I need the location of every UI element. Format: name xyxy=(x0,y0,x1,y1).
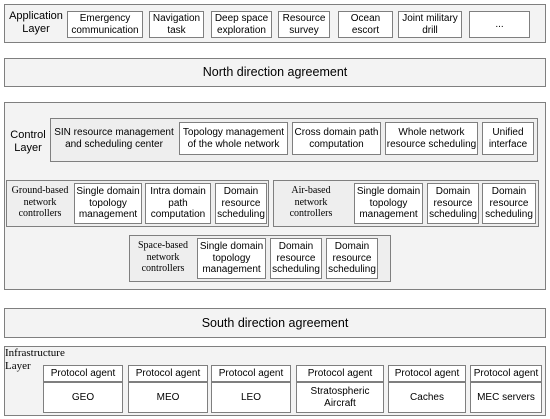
whole-network-scheduling: Whole network resource scheduling xyxy=(385,122,478,155)
air-domain-resource-scheduling-1: Domain resource scheduling xyxy=(427,183,479,224)
protocol-agent-geo: Protocol agent xyxy=(43,365,123,382)
air-controllers-label: Air-based network controllers xyxy=(289,185,333,219)
infrastructure-layer-label: Infrastructure Layer xyxy=(5,347,65,372)
app-item-resource-survey: Resource survey xyxy=(278,11,330,38)
space-domain-resource-scheduling-2: Domain resource scheduling xyxy=(326,238,378,279)
app-item-military-drill: Joint military drill xyxy=(398,11,462,38)
node-geo: GEO xyxy=(43,382,123,413)
space-controllers-label: Space-based network controllers xyxy=(138,240,188,274)
topology-whole-network: Topology management of the whole network xyxy=(179,122,288,155)
node-mec-servers: MEC servers xyxy=(470,382,542,413)
app-item-deep-space: Deep space exploration xyxy=(211,11,272,38)
protocol-agent-aircraft: Protocol agent xyxy=(296,365,384,382)
ground-single-domain-topology: Single domain topology management xyxy=(74,183,142,224)
protocol-agent-caches: Protocol agent xyxy=(388,365,466,382)
node-stratospheric-aircraft: Stratospheric Aircraft xyxy=(296,382,384,413)
node-meo: MEO xyxy=(128,382,208,413)
air-domain-resource-scheduling-2: Domain resource scheduling xyxy=(482,183,536,224)
ground-intra-domain-path: Intra domain path computation xyxy=(145,183,211,224)
unified-interface: Unified interface xyxy=(482,122,534,155)
app-item-ocean-escort: Ocean escort xyxy=(338,11,393,38)
north-direction-agreement: North direction agreement xyxy=(4,58,546,87)
south-direction-agreement: South direction agreement xyxy=(4,308,546,338)
space-single-domain-topology: Single domain topology management xyxy=(197,238,266,279)
ground-controllers-label: Ground-based network controllers xyxy=(11,185,69,219)
node-leo: LEO xyxy=(211,382,291,413)
ground-domain-resource-scheduling: Domain resource scheduling xyxy=(215,183,267,224)
node-caches: Caches xyxy=(388,382,466,413)
app-item-more: ... xyxy=(469,11,530,38)
space-domain-resource-scheduling-1: Domain resource scheduling xyxy=(270,238,322,279)
application-layer-label: Application Layer xyxy=(9,10,63,35)
cross-domain-path: Cross domain path computation xyxy=(292,122,381,155)
app-item-emergency: Emergency communication xyxy=(67,11,143,38)
app-item-navigation: Navigation task xyxy=(149,11,204,38)
sin-center-label: SIN resource management and scheduling c… xyxy=(54,127,174,150)
air-single-domain-topology: Single domain topology management xyxy=(354,183,423,224)
protocol-agent-meo: Protocol agent xyxy=(128,365,208,382)
protocol-agent-mec: Protocol agent xyxy=(470,365,542,382)
control-layer-label: Control Layer xyxy=(10,129,46,154)
protocol-agent-leo: Protocol agent xyxy=(211,365,291,382)
